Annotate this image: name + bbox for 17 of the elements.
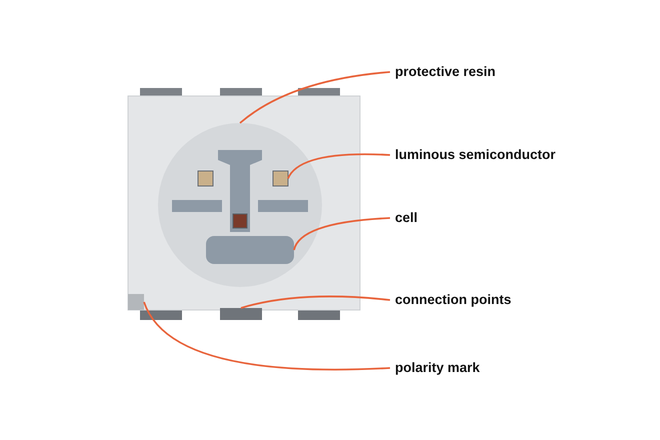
polarity-corner-mark [128, 294, 144, 310]
led-chip [272, 170, 288, 186]
leader-line [143, 302, 390, 370]
leader-line [240, 296, 390, 309]
connection-pin [220, 308, 262, 320]
leader-line [287, 153, 390, 179]
leader-line [293, 217, 390, 250]
led-chip [198, 170, 214, 186]
cell-pad [206, 236, 294, 264]
resin-dome [158, 123, 322, 287]
led-chip [232, 214, 248, 228]
part-label: protective resin [395, 64, 496, 79]
part-label: polarity mark [395, 360, 480, 375]
part-label: cell [395, 210, 418, 225]
part-label: luminous semiconductor [395, 147, 556, 162]
part-label: connection points [395, 292, 512, 307]
leader-line [239, 71, 390, 124]
